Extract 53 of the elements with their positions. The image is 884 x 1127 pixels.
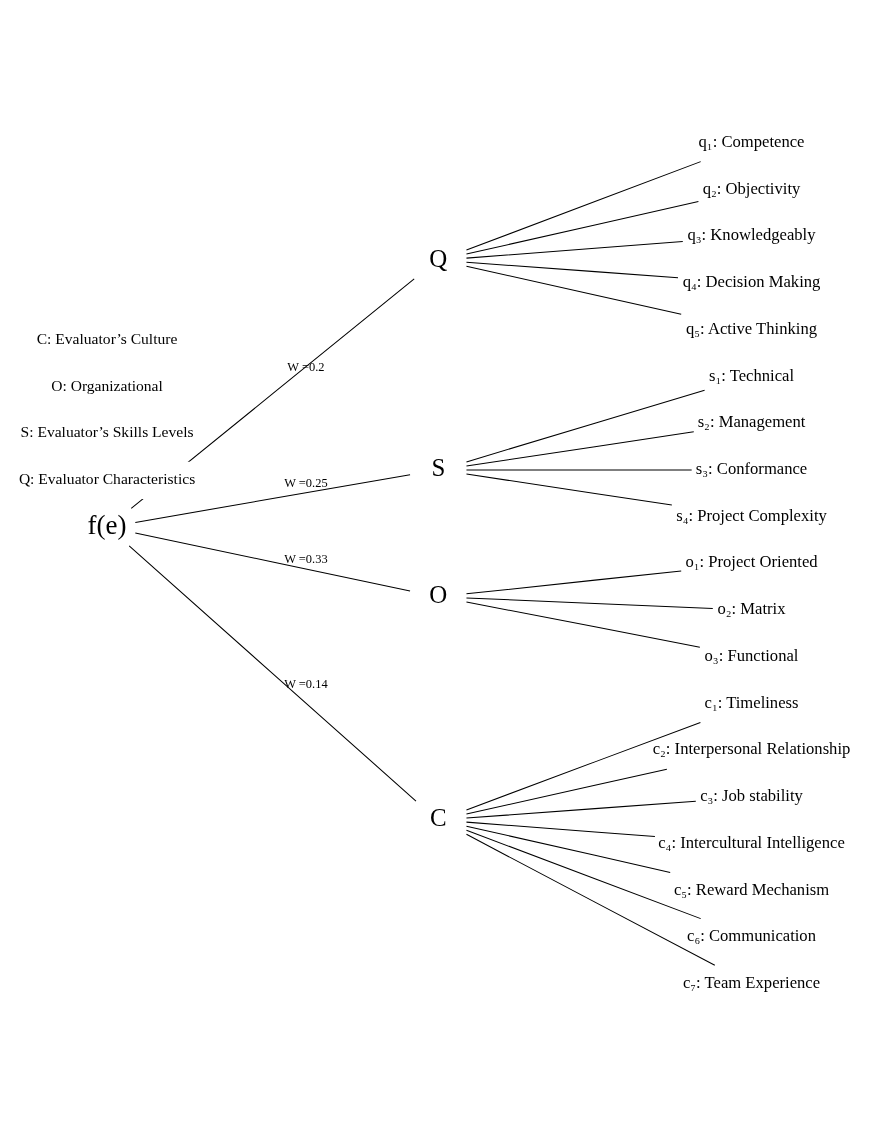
connector [465,570,682,595]
node-text: s₃: Conformance [695,458,808,478]
connector [465,601,701,648]
connector [465,261,679,279]
node-text: q₂: Objectivity [702,178,801,198]
connector [465,768,668,815]
node-text: s₂: Management [697,412,806,432]
label: O: Organizational [51,376,163,394]
connector [465,597,714,610]
node-text: c₇: Team Experience [682,973,821,993]
node-text: q₃: Knowledgeably [687,225,816,245]
node-text: o₃: Functional [704,645,799,665]
node-text: q₅: Active Thinking [686,318,818,338]
connector [465,200,699,255]
edge-label: W =0.33 [284,552,328,567]
node-text: q₁: Competence [698,131,805,151]
connector [465,241,684,259]
node-text: O [429,581,448,609]
node-text: Q [429,244,448,272]
edge-label: W =0.14 [284,676,328,691]
label: C: Evaluator’s Culture [36,329,178,347]
node-text: C [430,804,447,832]
node-text: c₁: Timeliness [704,692,799,712]
label: Q: Evaluator Characteristics [18,470,196,488]
node-text: o₂: Matrix [717,599,786,619]
node-text: c₂: Interpersonal Relationship [652,739,851,759]
node-text: c₆: Communication [687,926,816,946]
connector [465,829,702,920]
connector [465,833,716,966]
label: S: Evaluator’s Skills Levels [20,423,194,441]
node-text: c₅: Reward Mechanism [673,879,830,899]
edge-label: W =0.2 [287,359,325,374]
edge-label: W =0.25 [284,476,328,491]
node-text: f(e) [87,509,127,540]
connector [465,473,673,506]
node-text: c₃: Job stability [700,786,803,806]
connector [134,474,411,523]
connector [465,721,701,811]
connector [134,532,411,592]
connector [465,825,671,873]
connector [465,821,656,838]
node-text: c₄: Intercultural Intelligence [658,832,845,852]
connector [465,389,706,463]
connector [465,265,682,315]
connector [465,800,697,819]
connector [465,431,695,467]
connector [128,545,417,802]
node-text: q₄: Decision Making [682,272,821,292]
node-text: o₁: Project Oriented [685,552,818,572]
node-text: s₄: Project Complexity [676,505,827,525]
connector [465,161,702,251]
node-text: s₁: Technical [708,365,795,385]
node-text: S [431,454,446,482]
